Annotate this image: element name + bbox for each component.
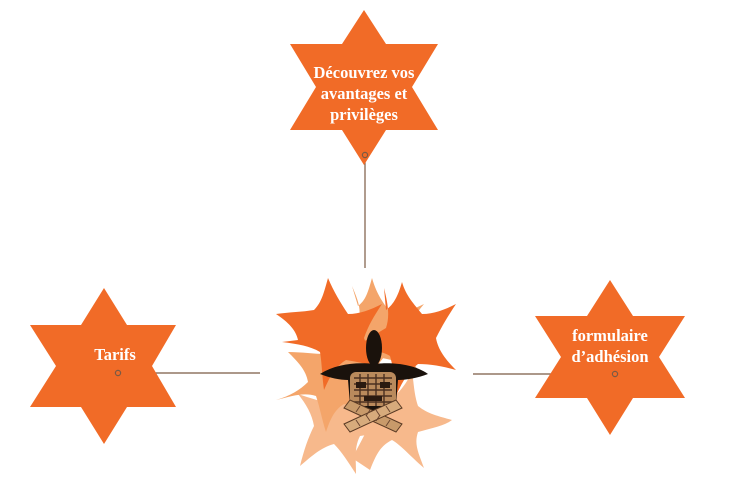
node-label-tarifs[interactable]: Tarifs: [94, 345, 136, 364]
node-label-formulaire[interactable]: formulaire d’adhésion: [571, 326, 649, 366]
node-label-avantages[interactable]: Découvrez vos avantages et privilèges: [313, 63, 415, 124]
connector-dot-right: [611, 370, 619, 378]
star-shape-left[interactable]: [30, 288, 176, 444]
node-right-star[interactable]: [535, 280, 685, 435]
star-shape-right[interactable]: [535, 280, 685, 435]
node-left-star[interactable]: [30, 288, 176, 444]
node-top-star[interactable]: [290, 10, 438, 165]
tribal-mask-icon: [320, 330, 428, 433]
connector-dot-top: [361, 151, 369, 159]
star-shape-top[interactable]: [290, 10, 438, 165]
connector-dot-left: [114, 369, 122, 377]
central-starfish-mask-icon[interactable]: [276, 278, 456, 474]
